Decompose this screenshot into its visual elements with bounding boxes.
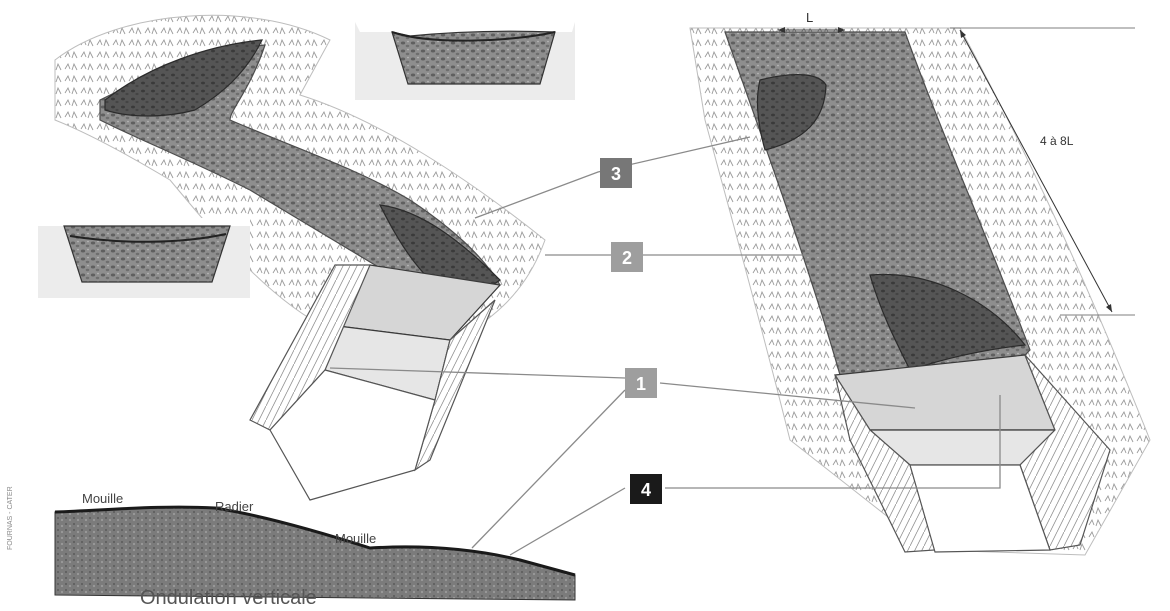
width-label: L	[806, 10, 813, 25]
cross-section-pool-inset	[355, 22, 575, 100]
leader-1-profile	[472, 390, 625, 548]
section-title: Ondulation verticale	[140, 587, 317, 609]
callout-2-label: 2	[622, 248, 632, 268]
label-radier: Radier	[215, 499, 254, 514]
width-dimension: L	[778, 10, 845, 33]
callout-3: 3	[600, 158, 632, 188]
longitudinal-profile: Mouille Radier Mouille Ondulation vertic…	[55, 491, 575, 609]
cross-section-riffle-inset	[38, 218, 250, 298]
straight-reach-illustration	[690, 28, 1150, 555]
label-mouille-left: Mouille	[82, 491, 123, 506]
image-credit: FOURNAS - CATER	[7, 486, 14, 550]
leader-4-profile	[510, 488, 625, 555]
riffle-section-bed	[64, 226, 230, 282]
callout-4: 4	[630, 474, 662, 504]
callout-3-label: 3	[611, 164, 621, 184]
callout-2: 2	[611, 242, 643, 272]
callout-1-label: 1	[636, 374, 646, 394]
spacing-label: 4 à 8L	[1040, 134, 1074, 148]
callout-1: 1	[625, 368, 657, 398]
callout-4-label: 4	[641, 480, 651, 500]
pool-section-bed	[392, 31, 555, 84]
label-mouille-right: Mouille	[335, 531, 376, 546]
